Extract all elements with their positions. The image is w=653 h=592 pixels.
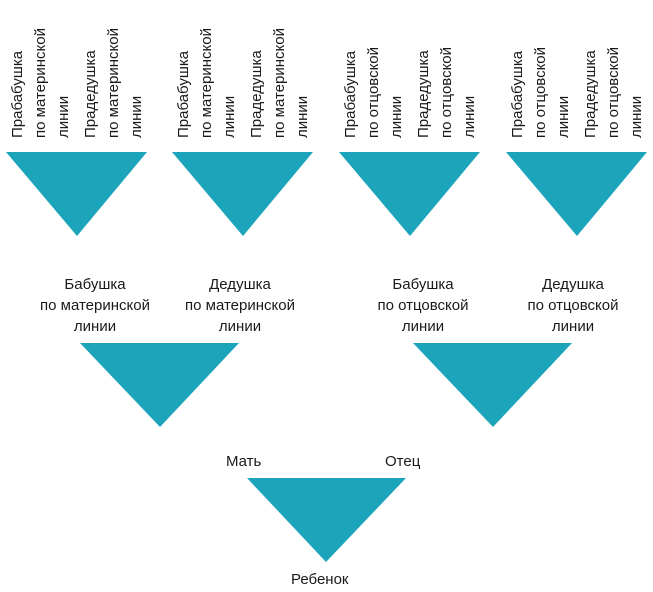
great-grandmother-label: Прабабушка по материнской линии	[9, 28, 72, 138]
triangle-great-grandparents-4	[506, 152, 647, 236]
great-grandfather-label: Прадедушка по материнской линии	[82, 28, 145, 138]
triangle-parents	[247, 478, 406, 562]
great-grandmother-label: Прабабушка по отцовской линии	[509, 46, 572, 138]
triangle-grandparents-paternal	[413, 343, 572, 427]
great-grandmother-label: Прабабушка по отцовской линии	[342, 46, 405, 138]
triangle-great-grandparents-3	[339, 152, 480, 236]
great-grandfather-label: Прадедушка по отцовской линии	[415, 46, 478, 138]
father-label: Отец	[385, 453, 421, 470]
triangle-great-grandparents-2	[172, 152, 313, 236]
mother-label: Мать	[226, 453, 262, 470]
grandfather-maternal-label: Дедушка по материнской линии	[185, 276, 295, 335]
great-grandfather-label: Прадедушка по материнской линии	[248, 28, 311, 138]
grandfather-paternal-label: Дедушка по отцовской линии	[527, 276, 619, 335]
grandmother-maternal-label: Бабушка по материнской линии	[40, 276, 150, 335]
triangle-grandparents-maternal	[80, 343, 239, 427]
great-grandfather-label: Прадедушка по отцовской линии	[582, 46, 645, 138]
triangle-great-grandparents-1	[6, 152, 147, 236]
grandmother-paternal-label: Бабушка по отцовской линии	[377, 276, 469, 335]
child-label: Ребенок	[291, 571, 349, 588]
great-grandmother-label: Прабабушка по материнской линии	[175, 28, 238, 138]
